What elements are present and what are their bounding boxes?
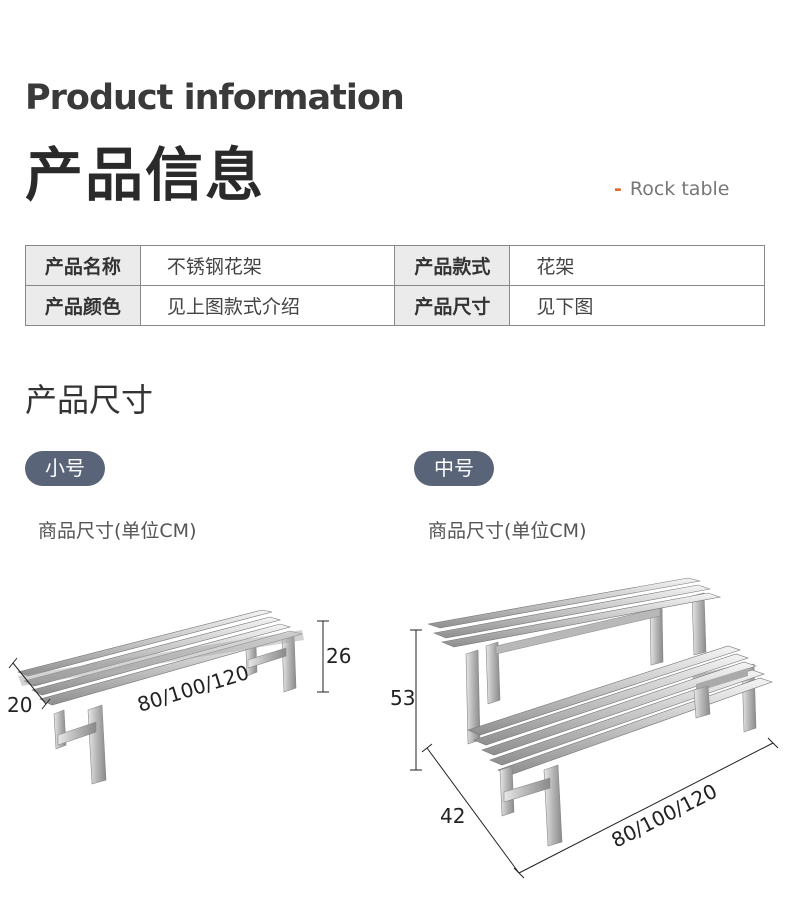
size-section-title: 产品尺寸 (25, 381, 154, 419)
medium-depth-label: 42 (440, 804, 465, 828)
value-size: 见下图 (509, 285, 765, 326)
small-depth-label: 20 (7, 693, 32, 717)
medium-height-label: 53 (390, 686, 415, 710)
small-bench-image (8, 609, 329, 785)
unit-label-small: 商品尺寸(单位CM) (38, 520, 197, 542)
accent-dash: - (614, 178, 622, 200)
label-style: 产品款式 (394, 245, 511, 286)
value-color: 见上图款式介绍 (139, 285, 396, 326)
info-table: 产品名称 不锈钢花架 产品款式 花架 产品颜色 见上图款式介绍 产品尺寸 见下图 (25, 245, 765, 326)
value-name: 不锈钢花架 (139, 245, 396, 286)
medium-length-label: 80/100/120 (607, 779, 721, 853)
label-size: 产品尺寸 (394, 285, 511, 326)
title-english: Product information (25, 78, 405, 118)
medium-stand-image (410, 577, 779, 879)
unit-label-medium: 商品尺寸(单位CM) (428, 520, 587, 542)
small-height-label: 26 (326, 644, 351, 668)
title-chinese: 产品信息 (25, 141, 266, 209)
badge-small: 小号 (25, 451, 105, 486)
badge-medium: 中号 (414, 451, 494, 486)
label-name: 产品名称 (25, 245, 141, 286)
subtitle: -Rock table (614, 178, 729, 200)
label-color: 产品颜色 (25, 285, 141, 326)
table-row: 产品颜色 见上图款式介绍 产品尺寸 见下图 (25, 285, 765, 326)
subtitle-text: Rock table (629, 178, 730, 200)
